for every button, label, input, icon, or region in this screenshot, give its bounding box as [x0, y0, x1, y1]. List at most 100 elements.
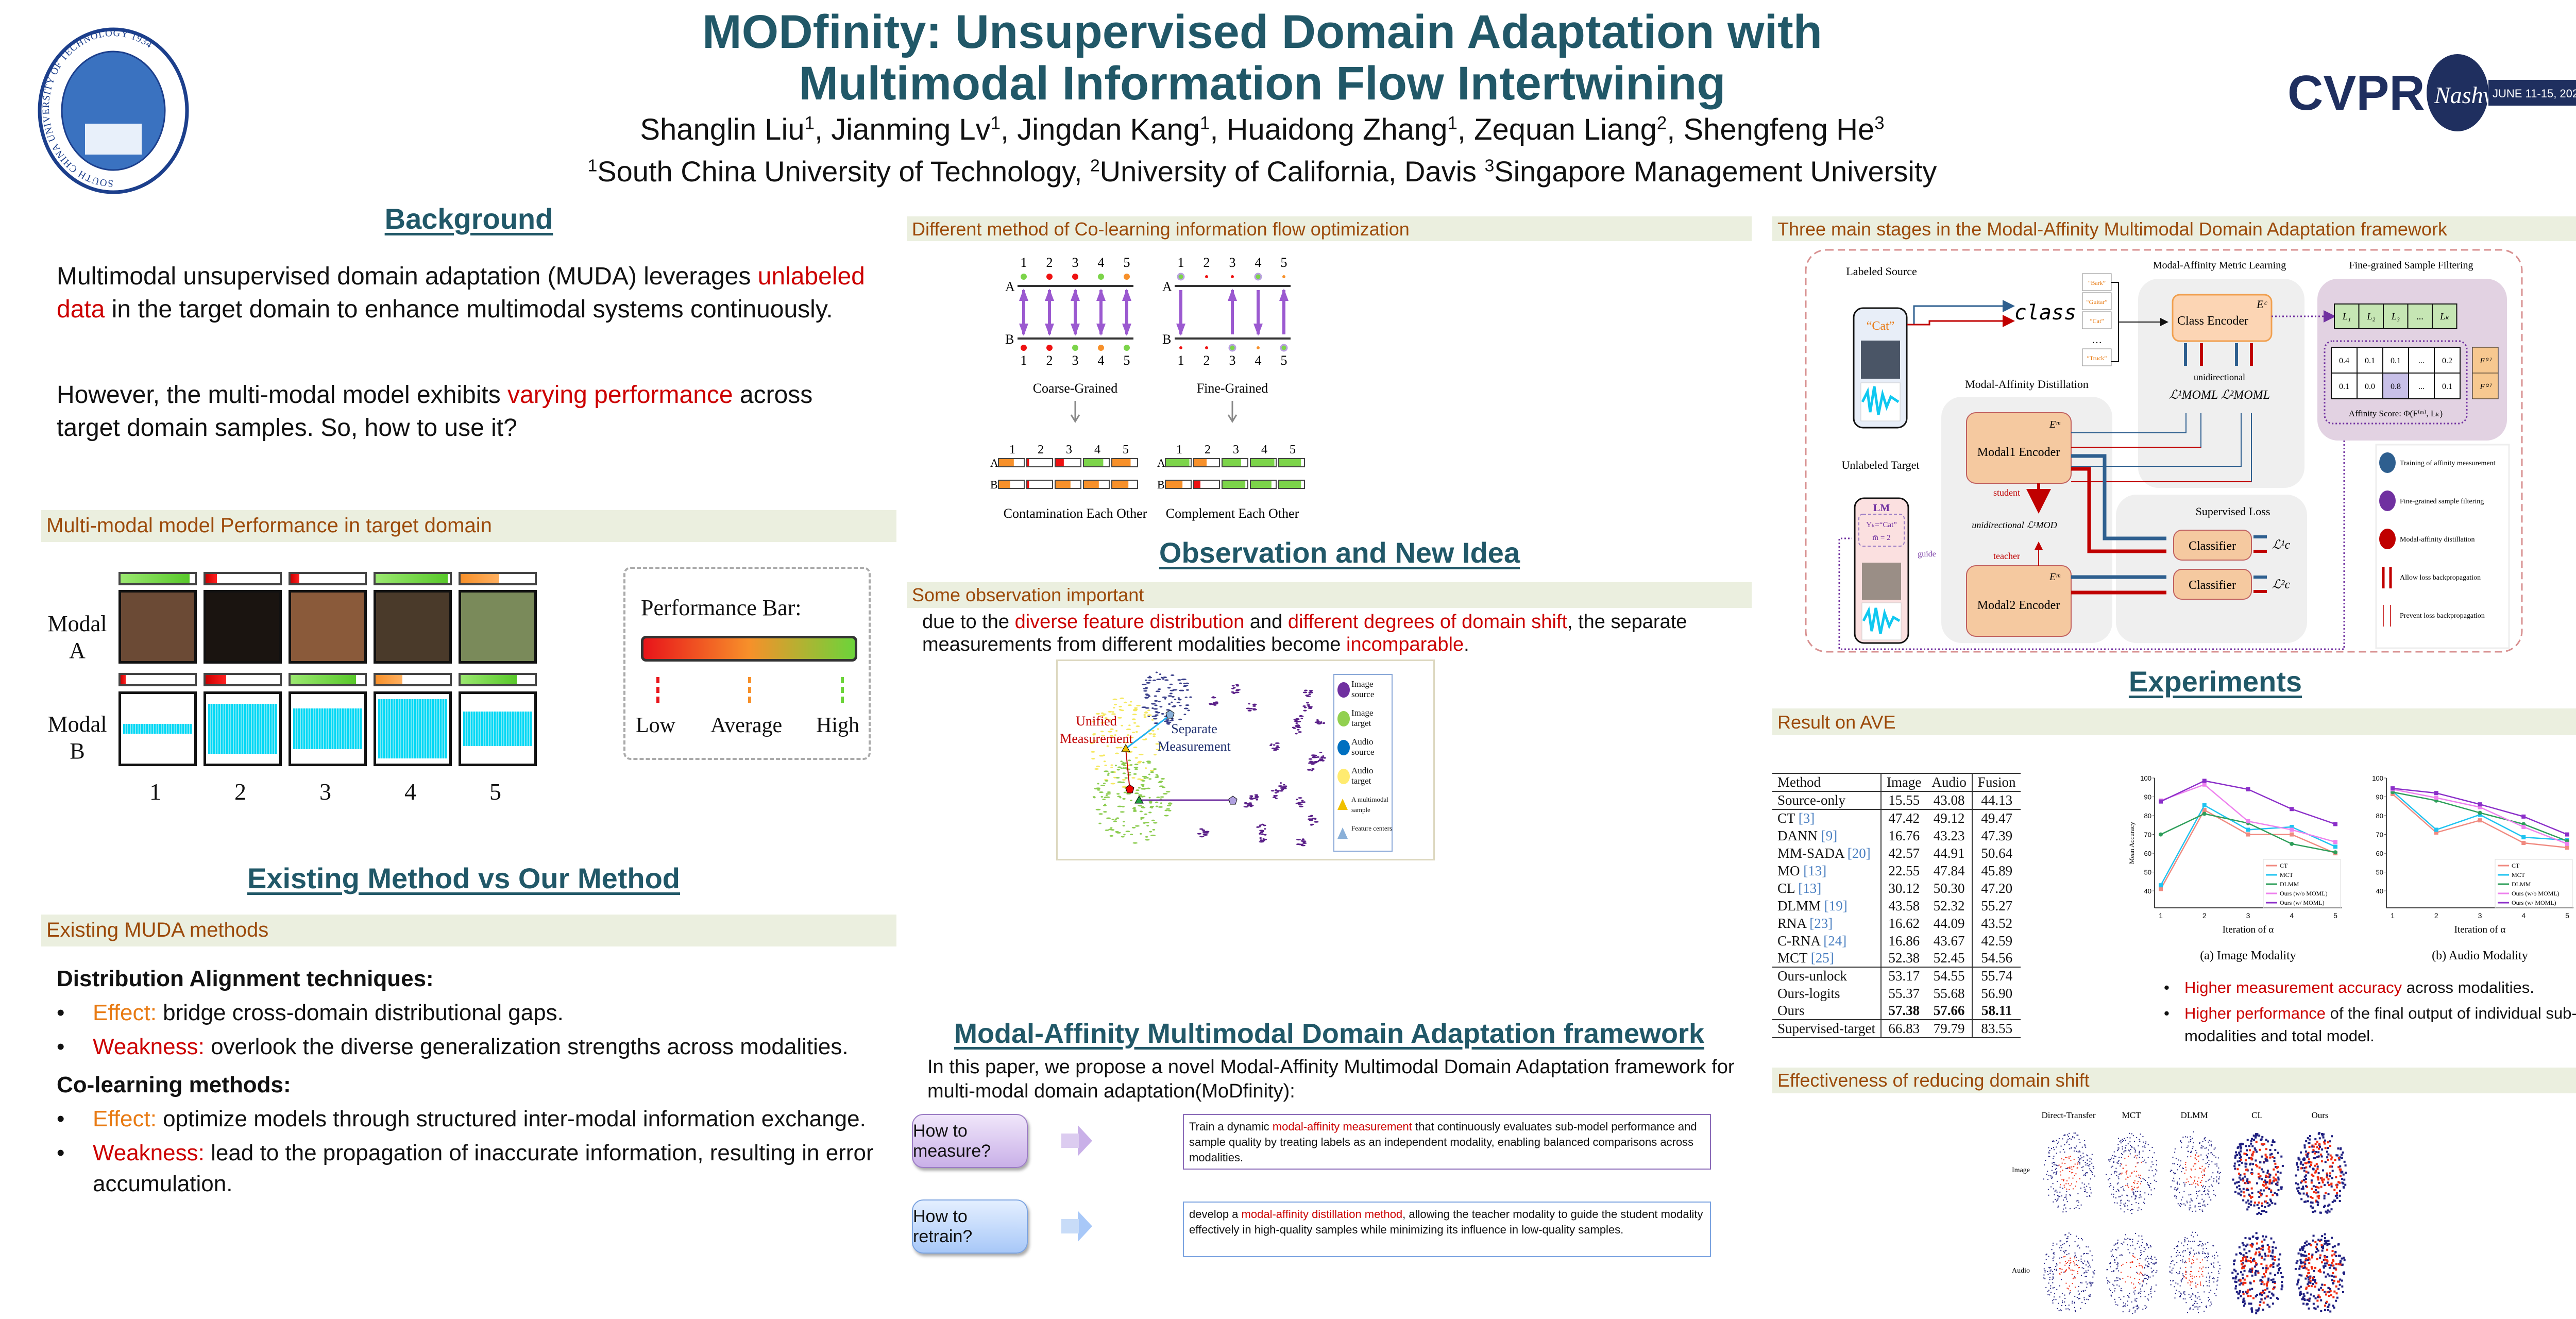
- citation-link[interactable]: [24]: [1823, 933, 1847, 949]
- audio-target-point: [1126, 729, 1131, 731]
- lm-dashed-box: [1858, 514, 1905, 547]
- tsne-point: [2173, 1172, 2175, 1173]
- tsne-point: [2324, 1142, 2326, 1145]
- experiments-heading: Experiments: [2128, 665, 2302, 698]
- audio-target-point: [1095, 713, 1100, 715]
- tsne-point: [2301, 1298, 2303, 1300]
- tsne-point: [2181, 1242, 2182, 1244]
- tsne-point: [2057, 1199, 2058, 1201]
- tsne-point: [2170, 1263, 2172, 1264]
- citation-link[interactable]: [9]: [1821, 827, 1838, 843]
- tsne-point: [2270, 1153, 2273, 1155]
- tsne-point: [2187, 1312, 2189, 1313]
- tsne-point: [2305, 1255, 2308, 1257]
- audio-target-point: [1090, 742, 1094, 745]
- tsne-point: [2242, 1254, 2245, 1257]
- modal-a-performance-bar: [204, 572, 282, 585]
- tsne-point: [2256, 1294, 2259, 1296]
- tsne-point: [2245, 1159, 2247, 1162]
- tsne-point: [2177, 1254, 2179, 1256]
- tsne-point: [2276, 1181, 2279, 1184]
- tsne-point: [2049, 1156, 2050, 1158]
- image-source-cluster: [1259, 826, 1261, 828]
- tsne-point: [2317, 1176, 2319, 1179]
- audio-target-point: [1147, 709, 1150, 712]
- tsne-point: [2059, 1151, 2061, 1153]
- tsne-point: [2152, 1163, 2154, 1165]
- class-encoder-label: Class Encoder: [2177, 314, 2248, 328]
- affinity-value: ...: [2418, 357, 2425, 365]
- tsne-point: [2192, 1241, 2194, 1242]
- tsne-point: [2233, 1165, 2236, 1168]
- tsne-point: [2298, 1192, 2300, 1194]
- image-source-cluster: [1205, 831, 1210, 833]
- tsne-point: [2326, 1176, 2328, 1179]
- tsne-point: [2075, 1260, 2077, 1261]
- tsne-point: [2330, 1294, 2332, 1296]
- tsne-point: [2087, 1261, 2089, 1263]
- tsne-point: [2324, 1304, 2327, 1307]
- average-marker: [748, 677, 751, 703]
- citation-link[interactable]: [20]: [1847, 845, 1871, 861]
- audio-source-point: [1146, 682, 1151, 684]
- tsne-point: [2075, 1207, 2077, 1209]
- tsne-point: [2204, 1190, 2205, 1192]
- tsne-point: [2073, 1262, 2075, 1264]
- tsne-point: [2140, 1134, 2141, 1135]
- citation-link[interactable]: [13]: [1803, 863, 1827, 878]
- modal-b-audio-waveform: [289, 691, 367, 766]
- tsne-point: [2050, 1186, 2052, 1188]
- background-paragraph-1: Multimodal unsupervised domain adaptatio…: [57, 260, 871, 326]
- tsne-point: [2193, 1304, 2194, 1306]
- tsne-point: [2235, 1186, 2238, 1189]
- audio-source-point: [1181, 679, 1187, 681]
- tsne-point: [2048, 1290, 2049, 1291]
- data-point: [2290, 807, 2294, 811]
- modal-b-audio-waveform: [459, 691, 537, 766]
- tsne-point: [2089, 1250, 2091, 1252]
- tsne-point: [2243, 1195, 2246, 1197]
- tsne-point: [2212, 1277, 2213, 1279]
- tsne-point: [2183, 1168, 2184, 1169]
- tsne-point: [2338, 1158, 2341, 1161]
- tsne-point: [2073, 1132, 2075, 1134]
- affinity-dotted-box: [2324, 340, 2468, 425]
- bar-fill: [291, 574, 300, 583]
- tsne-point: [2247, 1289, 2250, 1292]
- label-embedding-label: Lₖ: [2439, 311, 2449, 322]
- tsne-point: [2121, 1199, 2122, 1201]
- audio-source-point: [1145, 687, 1148, 689]
- citation-link[interactable]: [19]: [1824, 898, 1848, 914]
- tsne-point: [2324, 1147, 2327, 1149]
- tsne-point: [2184, 1237, 2186, 1239]
- tsne-point: [2213, 1194, 2215, 1195]
- citation-link[interactable]: [25]: [1810, 950, 1834, 966]
- tsne-point: [2183, 1276, 2185, 1277]
- tsne-point: [2045, 1259, 2047, 1260]
- tsne-point: [2129, 1150, 2130, 1152]
- tsne-point: [2055, 1164, 2057, 1165]
- tsne-point: [2197, 1312, 2199, 1313]
- tsne-point: [2050, 1288, 2052, 1289]
- tsne-point: [2259, 1148, 2261, 1151]
- citation-link[interactable]: [23]: [1809, 915, 1833, 931]
- tsne-point: [2320, 1244, 2323, 1246]
- tsne-point: [2304, 1200, 2307, 1203]
- source-label-text: “Cat”: [1867, 319, 1895, 333]
- tsne-point: [2072, 1137, 2074, 1138]
- tsne-point: [2063, 1243, 2065, 1244]
- citation-link[interactable]: [3]: [1798, 810, 1815, 826]
- image-source-cluster: [1247, 707, 1252, 709]
- tsne-point: [2310, 1161, 2313, 1164]
- tsne-point: [2277, 1152, 2279, 1154]
- tsne-point: [2249, 1295, 2252, 1297]
- tsne-point: [2118, 1178, 2120, 1179]
- tsne-point: [2238, 1153, 2241, 1156]
- tsne-point: [2321, 1148, 2324, 1151]
- tsne-point: [2199, 1168, 2200, 1169]
- tsne-point: [2133, 1287, 2135, 1289]
- citation-link[interactable]: [13]: [1798, 880, 1822, 896]
- image-source-cluster: [1212, 703, 1215, 705]
- tsne-point: [2261, 1248, 2264, 1251]
- tsne-point: [2264, 1200, 2267, 1203]
